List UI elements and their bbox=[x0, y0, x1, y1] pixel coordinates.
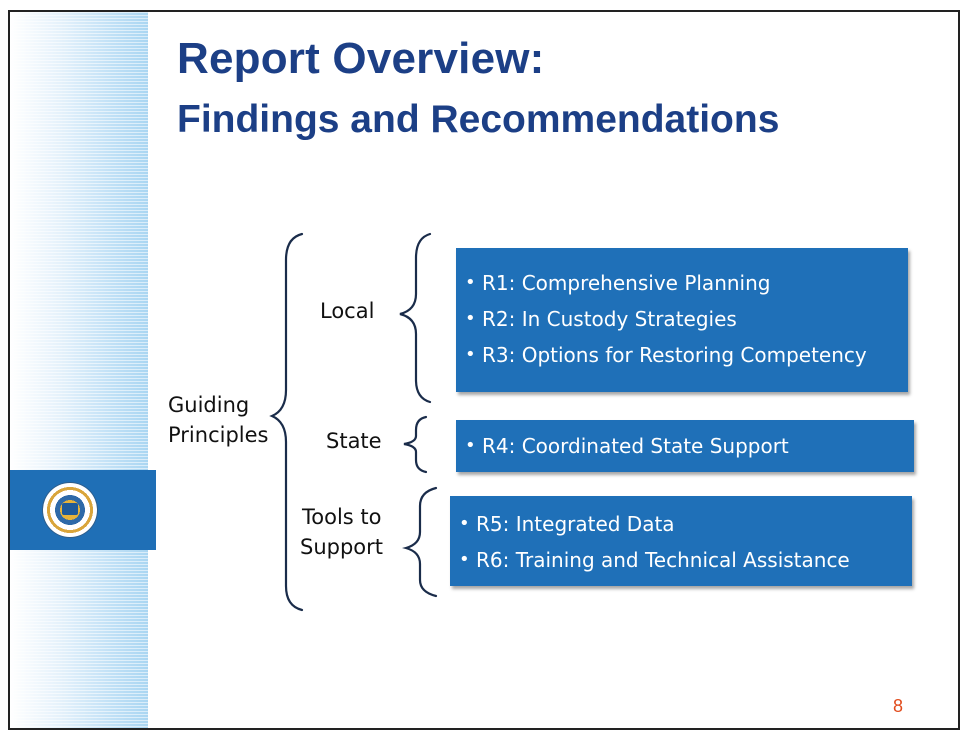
slide-title: Report Overview: bbox=[177, 34, 545, 83]
list-item: R1: Comprehensive Planning bbox=[456, 265, 908, 301]
local-box: R1: Comprehensive Planning R2: In Custod… bbox=[456, 248, 908, 392]
group-label-tools-line2: Support bbox=[300, 535, 384, 559]
page-number: 8 bbox=[893, 696, 904, 716]
decorative-stripe bbox=[10, 12, 148, 728]
local-brace bbox=[399, 232, 432, 404]
list-item: R3: Options for Restoring Competency bbox=[456, 337, 908, 373]
group-label-state: State bbox=[326, 429, 382, 453]
root-brace bbox=[269, 232, 304, 612]
seal-center bbox=[62, 503, 78, 515]
state-brace bbox=[403, 415, 428, 474]
tools-box: R5: Integrated Data R6: Training and Tec… bbox=[450, 496, 912, 586]
list-item: R4: Coordinated State Support bbox=[456, 428, 914, 464]
root-label-line2: Principles bbox=[168, 423, 269, 447]
slide-subtitle: Findings and Recommendations bbox=[177, 98, 780, 141]
group-label-tools-line1: Tools to bbox=[302, 505, 382, 529]
list-item: R6: Training and Technical Assistance bbox=[450, 542, 912, 578]
brace-brackets bbox=[269, 232, 438, 612]
list-item: R2: In Custody Strategies bbox=[456, 301, 908, 337]
root-label-line1: Guiding bbox=[168, 393, 250, 417]
logo-band bbox=[10, 470, 156, 550]
state-box: R4: Coordinated State Support bbox=[456, 420, 914, 472]
slide: Report Overview: Findings and Recommenda… bbox=[8, 10, 960, 730]
list-item: R5: Integrated Data bbox=[450, 506, 912, 542]
group-label-local: Local bbox=[320, 299, 375, 323]
state-seal-icon bbox=[43, 483, 97, 537]
tools-brace bbox=[402, 486, 438, 598]
